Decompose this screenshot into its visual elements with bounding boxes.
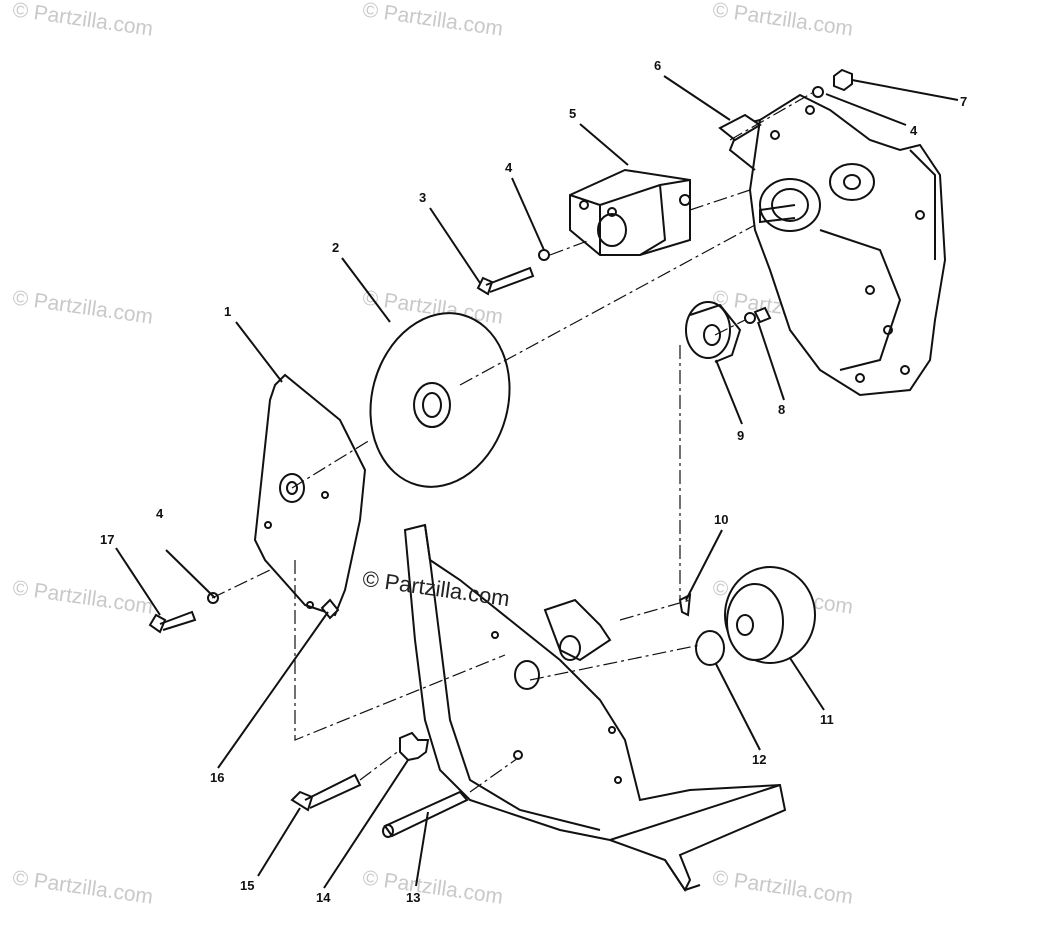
center-lines	[211, 92, 813, 793]
shoulder-bolt	[290, 773, 362, 812]
cotter-pin	[678, 593, 692, 617]
gearbox	[728, 93, 947, 397]
callout-9: 9	[737, 428, 744, 443]
callout-14: 14	[316, 890, 331, 905]
callout-12: 12	[752, 752, 766, 767]
callout-13: 13	[406, 890, 420, 905]
callout-7: 7	[960, 94, 967, 109]
pump	[569, 168, 691, 256]
idler-arm	[543, 598, 612, 662]
washer-large	[695, 630, 725, 666]
callout-16: 16	[210, 770, 224, 785]
callout-10: 10	[714, 512, 728, 527]
pin	[382, 790, 469, 838]
drive-pulley	[369, 312, 511, 488]
callout-6: 6	[654, 58, 661, 73]
bolt	[476, 249, 550, 296]
callout-11: 11	[820, 712, 834, 727]
main-frame	[403, 523, 787, 892]
bolt-17	[148, 592, 219, 634]
callout-15: 15	[240, 878, 254, 893]
callout-4c: 4	[156, 506, 164, 521]
callout-8: 8	[778, 402, 785, 417]
star-washer	[399, 731, 430, 762]
nut	[812, 68, 853, 98]
bolt-short	[744, 306, 772, 324]
bracket-plate	[253, 373, 367, 617]
callout-5: 5	[569, 106, 576, 121]
leader-lines	[115, 75, 959, 889]
callout-17: 17	[100, 532, 114, 547]
callout-4: 4	[505, 160, 513, 175]
spacer	[718, 113, 762, 142]
callout-2: 2	[332, 240, 339, 255]
callout-4b: 4	[910, 123, 918, 138]
callout-3: 3	[419, 190, 426, 205]
idler	[685, 301, 742, 363]
callout-1: 1	[224, 304, 231, 319]
idler-pulley	[724, 566, 816, 664]
